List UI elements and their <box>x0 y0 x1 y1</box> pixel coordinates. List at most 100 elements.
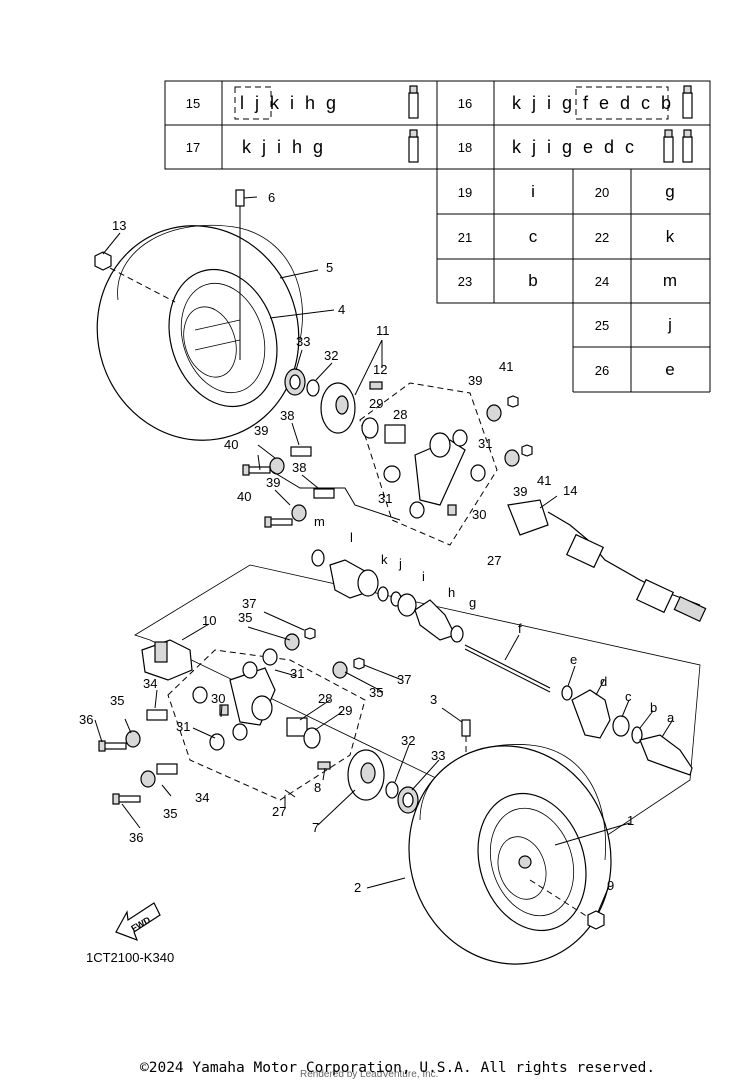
washer-35b <box>140 770 156 788</box>
bushing-34b <box>156 763 178 775</box>
dashed-box <box>575 86 669 120</box>
valve-stem-6 <box>235 189 245 207</box>
hub-11-upper <box>320 382 356 434</box>
callout-a: a <box>667 710 675 725</box>
hub-7-lower <box>347 749 385 801</box>
table-code-15: l j k i h g <box>240 93 339 113</box>
callout-8: 8 <box>314 780 321 795</box>
table-ref-18: 18 <box>458 140 472 155</box>
callout-labels: 6 5 4 13 11 12 33 32 29 28 31 31 30 27 3… <box>79 190 675 895</box>
callout-i: i <box>422 569 425 584</box>
callout-27-lower: 27 <box>272 804 286 819</box>
callout-j: j <box>398 556 402 571</box>
callout-40b: 40 <box>237 489 251 504</box>
letter-table: 19 i 20 g 21 c 22 k 23 b 24 m 25 j 26 e <box>436 168 711 393</box>
callout-g: g <box>469 595 476 610</box>
callout-38a: 38 <box>280 408 294 423</box>
table-letter-19: i <box>531 182 535 201</box>
callout-35-top: 35 <box>238 610 252 625</box>
stud-bolt-8 <box>317 761 331 770</box>
callout-1: 1 <box>627 813 634 828</box>
callout-31-lower-top: 31 <box>290 666 304 681</box>
callout-31-upper-left: 31 <box>378 491 392 506</box>
table-letter-22: k <box>666 227 675 246</box>
bearing-33-lower <box>397 786 419 814</box>
boot-d <box>571 689 611 739</box>
callout-2: 2 <box>354 880 361 895</box>
bolt-36a <box>98 740 127 752</box>
callout-39-left-a: 39 <box>254 423 268 438</box>
shaft-f <box>464 644 551 693</box>
callout-36-bottom: 36 <box>129 830 143 845</box>
table-letter-23: b <box>528 271 537 290</box>
circlip-32-upper <box>306 379 320 397</box>
bolt-40a <box>242 464 271 476</box>
callout-f: f <box>518 621 522 636</box>
callout-4: 4 <box>338 302 345 317</box>
callout-32-lower: 32 <box>401 733 415 748</box>
callout-39-left-b: 39 <box>266 475 280 490</box>
nut-41a <box>507 395 519 408</box>
bushing-34a <box>146 709 168 721</box>
bushing-38b <box>313 488 335 499</box>
callout-40a: 40 <box>224 437 238 452</box>
bolt-40b <box>264 516 293 528</box>
knuckle-upper <box>361 417 486 519</box>
table-ref-20: 20 <box>595 185 609 200</box>
callout-39-top: 39 <box>468 373 482 388</box>
bearing-33-upper <box>284 368 306 396</box>
table-code-18: k j i g e d c <box>512 137 637 157</box>
boot-h <box>414 599 456 641</box>
table-ref-22: 22 <box>595 230 609 245</box>
table-ref-23: 23 <box>458 274 472 289</box>
callout-27-upper: 27 <box>487 553 501 568</box>
copyright-text: ©2024 Yamaha Motor Corporation, U.S.A. A… <box>140 1060 656 1076</box>
table-ref-17: 17 <box>186 140 200 155</box>
band-c <box>612 715 630 737</box>
washer-35d <box>332 661 348 679</box>
callout-28-lower: 28 <box>318 691 332 706</box>
bracket-10 <box>141 639 193 681</box>
nut-37a <box>304 627 316 640</box>
table-ref-25: 25 <box>595 318 609 333</box>
callout-29-lower: 29 <box>338 703 352 718</box>
circlip-e <box>561 685 573 701</box>
table-letter-21: c <box>529 227 538 246</box>
callout-11: 11 <box>376 323 390 338</box>
callout-14: 14 <box>563 483 577 498</box>
table-ref-24: 24 <box>595 274 609 289</box>
rendered-by-text: Rendered by LeadVenture, Inc. <box>300 1069 439 1080</box>
fwd-arrow-icon: FWD <box>115 902 161 942</box>
callout-d: d <box>600 674 607 689</box>
callout-41-right: 41 <box>537 473 551 488</box>
callout-7: 7 <box>312 820 319 835</box>
valve-stem-3 <box>461 719 471 737</box>
callout-33-upper: 33 <box>296 334 310 349</box>
washer-39b <box>291 504 307 522</box>
grease-tube-icon <box>408 85 419 119</box>
lower-wheel-tire <box>408 744 612 965</box>
knuckle-group-27-upper <box>359 382 498 546</box>
band-i <box>397 593 417 617</box>
callout-3: 3 <box>430 692 437 707</box>
knuckle-group-27-lower <box>167 649 366 801</box>
circlip-k <box>377 586 389 602</box>
table-ref-16: 16 <box>458 96 472 111</box>
lug-nut-9 <box>587 910 605 930</box>
shaft-assembly-outline <box>134 564 701 851</box>
table-letter-24: m <box>663 271 677 290</box>
callout-k: k <box>381 552 388 567</box>
table-ref-21: 21 <box>458 230 472 245</box>
lubricant-table: 15 l j k i h g 16 k j i g f e d c b a 17… <box>164 80 711 170</box>
table-code-17: k j i h g <box>242 137 326 157</box>
callout-31-upper-right: 31 <box>478 436 492 451</box>
callout-35-right: 35 <box>369 685 383 700</box>
washer-39d <box>504 449 520 467</box>
callout-5: 5 <box>326 260 333 275</box>
callout-6: 6 <box>268 190 275 205</box>
table-letter-25: j <box>667 315 672 334</box>
circlip-m <box>311 549 325 567</box>
knuckle-lower <box>192 648 321 751</box>
callout-32-upper: 32 <box>324 348 338 363</box>
